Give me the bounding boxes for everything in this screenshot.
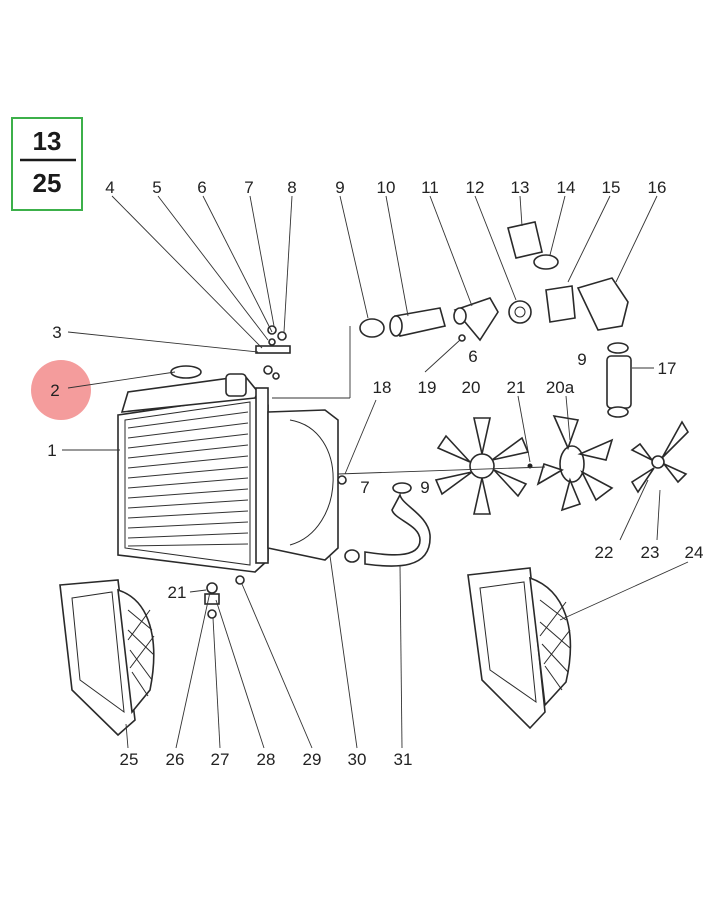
label-13[interactable]: 13 [511, 178, 530, 197]
label-31[interactable]: 31 [394, 750, 413, 769]
sheet-number-top: 13 [33, 126, 62, 156]
label-3[interactable]: 3 [52, 323, 61, 342]
label-30[interactable]: 30 [348, 750, 367, 769]
label-25[interactable]: 25 [120, 750, 139, 769]
label-20a[interactable]: 20a [546, 378, 575, 397]
label-23[interactable]: 23 [641, 543, 660, 562]
label-17[interactable]: 17 [658, 359, 677, 378]
label-18[interactable]: 18 [373, 378, 392, 397]
lower-hose [344, 482, 431, 567]
label-1[interactable]: 1 [47, 441, 56, 460]
fan-6-blade [434, 417, 530, 515]
sheet-number-border [11, 117, 83, 211]
label-9[interactable]: 9 [335, 178, 344, 197]
small-fasteners [255, 325, 291, 380]
fan-4-blade [630, 420, 690, 494]
radiator-cap [170, 365, 202, 379]
highlight-marker[interactable] [31, 360, 91, 420]
label-7[interactable]: 7 [244, 178, 253, 197]
bolt-19 [458, 334, 466, 342]
label-11[interactable]: 11 [421, 178, 439, 197]
label-29[interactable]: 29 [303, 750, 322, 769]
label-2[interactable]: 2 [50, 381, 59, 400]
washer-7 [337, 475, 347, 485]
upper-hose [359, 297, 499, 342]
label-9-second[interactable]: 9 [577, 350, 586, 369]
label-21-second[interactable]: 21 [168, 583, 187, 602]
label-12[interactable]: 12 [466, 178, 485, 197]
leader-lines [62, 195, 689, 749]
label-26[interactable]: 26 [166, 750, 185, 769]
label-24[interactable]: 24 [685, 543, 704, 562]
thermostat [508, 300, 532, 324]
drain-fittings [204, 575, 245, 619]
label-10[interactable]: 10 [377, 178, 396, 197]
label-4[interactable]: 4 [105, 178, 114, 197]
bypass-hose [606, 342, 632, 418]
sheet-number-box: 13 25 [11, 117, 83, 211]
label-5[interactable]: 5 [152, 178, 161, 197]
sheet-number-bottom: 25 [33, 168, 62, 198]
fan-20a [536, 414, 614, 512]
label-21[interactable]: 21 [507, 378, 526, 397]
label-22[interactable]: 22 [595, 543, 614, 562]
label-15[interactable]: 15 [602, 178, 621, 197]
label-8[interactable]: 8 [287, 178, 296, 197]
label-20[interactable]: 20 [462, 378, 481, 397]
label-19[interactable]: 19 [418, 378, 437, 397]
label-7-second[interactable]: 7 [360, 478, 369, 497]
label-6[interactable]: 6 [197, 178, 206, 197]
label-14[interactable]: 14 [557, 178, 576, 197]
radiator-core [117, 373, 269, 573]
label-27[interactable]: 27 [211, 750, 230, 769]
label-28[interactable]: 28 [257, 750, 276, 769]
part-labels: 1 2 3 4 5 6 7 8 9 10 11 12 13 14 15 16 6… [47, 178, 703, 769]
label-6-second[interactable]: 6 [468, 347, 477, 366]
label-9-third[interactable]: 9 [420, 478, 429, 497]
shroud-panel-left [59, 579, 155, 737]
thermostat-housing [507, 221, 629, 331]
label-16[interactable]: 16 [648, 178, 667, 197]
fan-shroud [267, 409, 339, 561]
shroud-panel-right [467, 567, 572, 730]
